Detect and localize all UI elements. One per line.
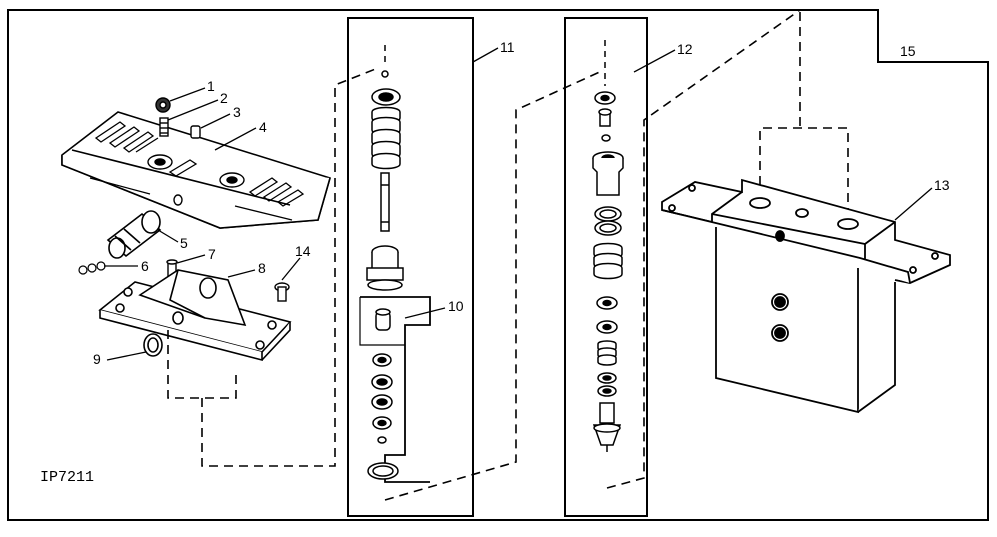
callout-13: 13	[934, 177, 950, 193]
leader-lines	[104, 47, 933, 361]
cap-screw	[159, 117, 169, 137]
valve-body	[661, 178, 951, 414]
bushing	[190, 125, 201, 139]
callout-9: 9	[93, 351, 101, 367]
seal-kit-left-edge	[359, 297, 405, 346]
callout-6: 6	[141, 258, 149, 274]
callout-11: 11	[500, 39, 515, 55]
spool-column-frame	[564, 17, 648, 517]
figure-code: IP7211	[40, 469, 94, 486]
seal-kit-bracket	[360, 296, 431, 483]
callout-12: 12	[677, 41, 693, 57]
seal-kit-parts	[367, 308, 399, 480]
callout-4: 4	[259, 119, 267, 135]
callout-1: 1	[207, 78, 215, 94]
cap-nut	[155, 97, 171, 113]
dashed-connectors-right	[384, 9, 849, 501]
callout-2: 2	[220, 90, 228, 106]
callout-14: 14	[295, 243, 311, 259]
dashed-connectors-left	[167, 67, 379, 467]
seal-ring	[143, 333, 163, 357]
callout-7: 7	[208, 246, 216, 262]
valve-stem-column-frame	[347, 17, 474, 517]
pedal-plate	[61, 111, 331, 229]
washers-set	[78, 261, 106, 275]
pedal-bracket	[98, 269, 292, 362]
callout-10: 10	[448, 298, 464, 314]
callout-5: 5	[180, 235, 188, 251]
spool-parts	[592, 40, 624, 452]
valve-stem-parts	[366, 45, 404, 291]
callout-8: 8	[258, 260, 266, 276]
plunger	[106, 210, 162, 259]
callout-3: 3	[233, 104, 241, 120]
screw-fastener	[274, 282, 290, 302]
callout-15: 15	[900, 43, 916, 59]
outer-frame	[7, 9, 989, 521]
pedal-slots	[89, 121, 305, 221]
pedal-holes	[147, 154, 245, 206]
